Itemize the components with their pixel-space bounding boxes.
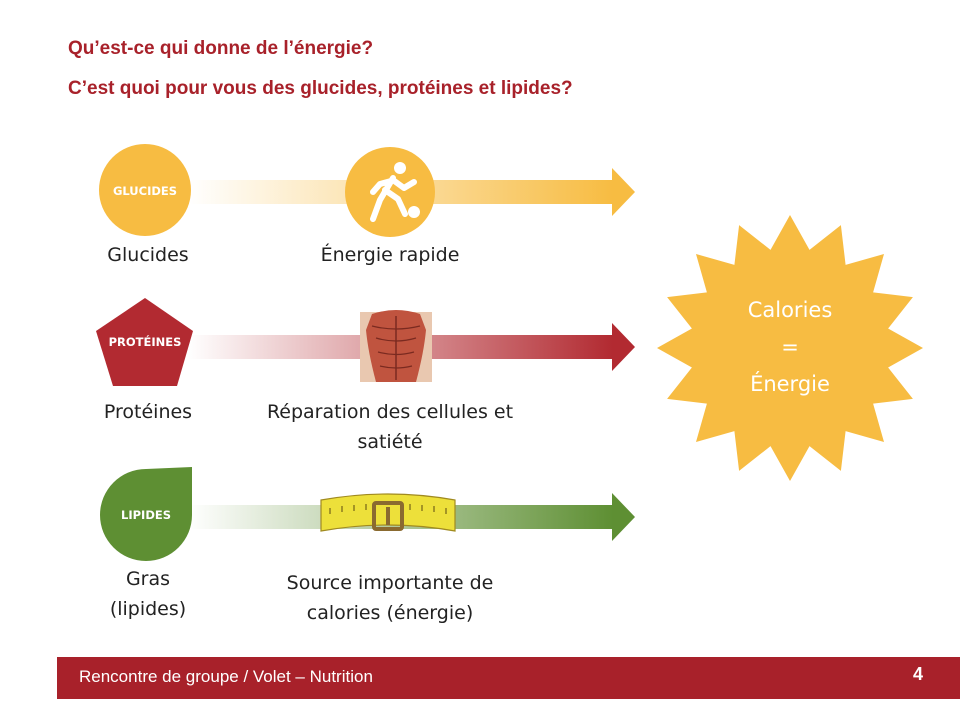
lipides-badge-text: LIPIDES xyxy=(121,508,171,522)
proteines-badge-text: PROTÉINES xyxy=(109,334,182,349)
soccer-player-icon xyxy=(345,147,435,237)
question-energy: Qu’est-ce qui donne de l’énergie? xyxy=(68,38,374,59)
muscle-torso-icon xyxy=(360,310,432,382)
row-description-glucides: Énergie rapide xyxy=(320,244,460,266)
row-description-lipides: Source importante de calories (énergie) xyxy=(286,572,494,624)
footer-title: Rencontre de groupe / Volet – Nutrition xyxy=(79,667,373,686)
slide-number: 4 xyxy=(913,664,924,684)
row-label-glucides: Glucides xyxy=(107,244,189,266)
row-label-lipides: Gras (lipides) xyxy=(109,568,187,620)
lipides-badge: LIPIDES xyxy=(100,467,192,561)
row-label-proteines: Protéines xyxy=(103,401,193,423)
question-macronutrients: C’est quoi pour vous des glucides, proté… xyxy=(68,78,573,99)
calories-equals-energy: Calories = Énergie xyxy=(686,292,894,403)
glucides-badge: GLUCIDES xyxy=(99,144,191,236)
result-equals: = xyxy=(781,335,799,359)
result-calories: Calories xyxy=(747,298,833,322)
calories-starburst xyxy=(657,215,923,481)
row-description-proteines: Réparation des cellules et satiété xyxy=(266,401,514,453)
result-energie: Énergie xyxy=(750,372,830,396)
proteines-badge: PROTÉINES xyxy=(96,298,193,386)
glucides-badge-text: GLUCIDES xyxy=(113,184,177,198)
footer-bar: Rencontre de groupe / Volet – Nutrition xyxy=(57,657,960,699)
starburst-shape xyxy=(657,215,923,481)
measuring-tape-belt-icon xyxy=(320,493,456,532)
